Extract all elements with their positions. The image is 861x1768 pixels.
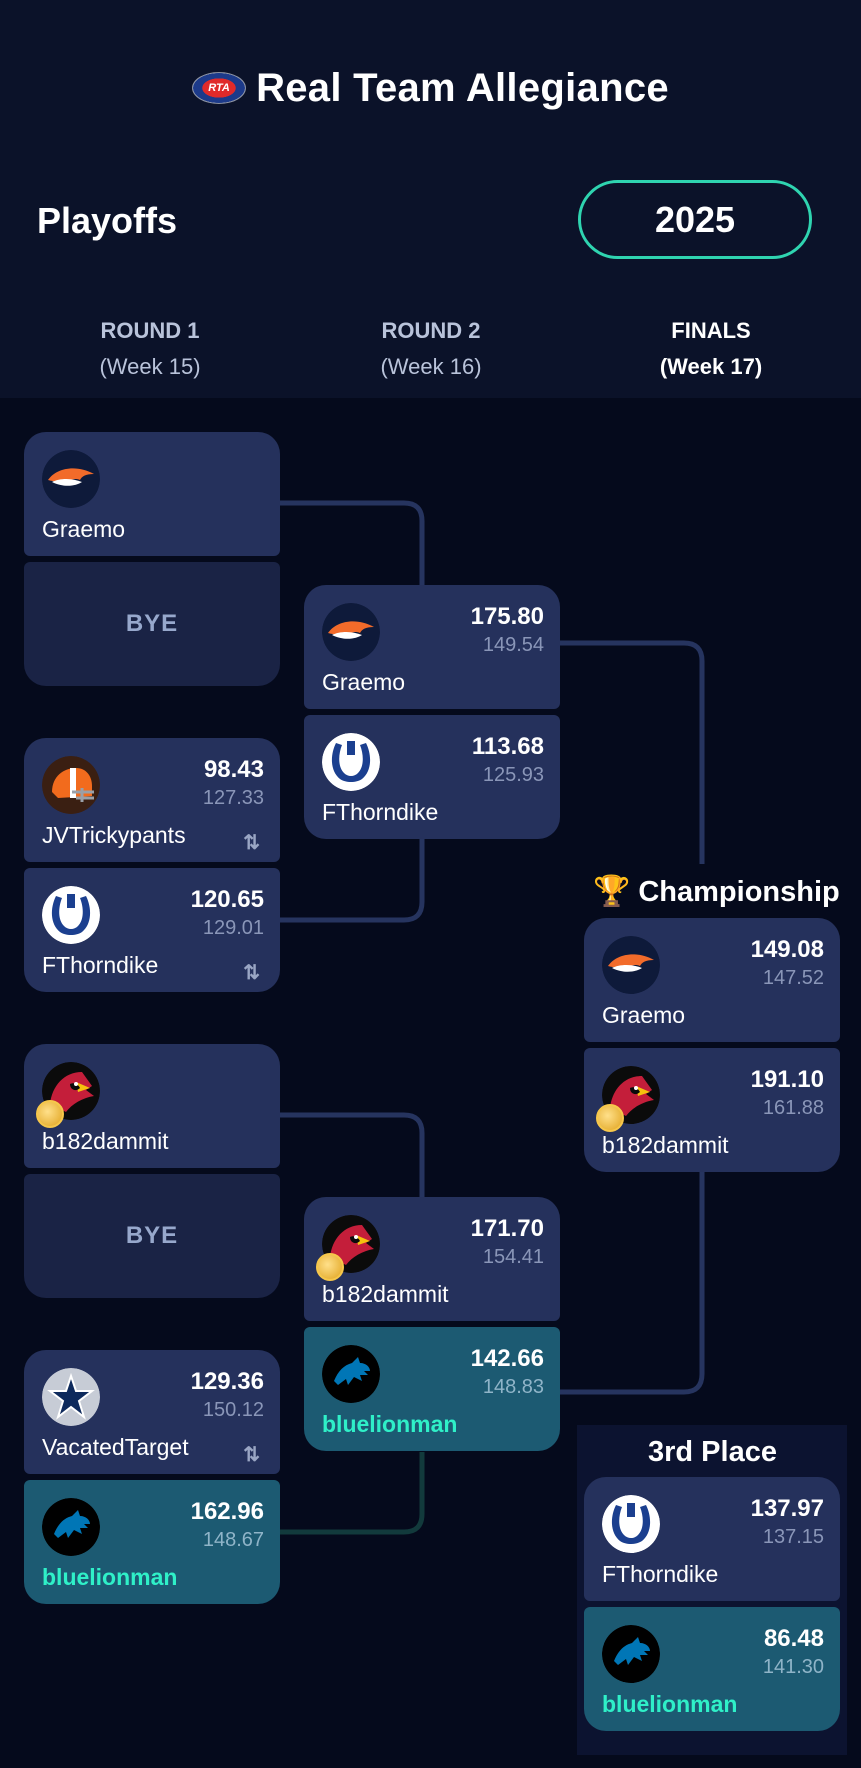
team-name: FThorndike [42,952,159,978]
swap-icon[interactable]: ⇅ [243,1444,260,1466]
team-projection: 129.01 [202,917,264,939]
team-projection: 148.67 [202,1529,264,1551]
third-place-title: 3rd Place [648,1436,777,1468]
team-projection: 149.54 [482,634,544,656]
bye-label: BYE [125,610,179,637]
bye-label: BYE [125,1222,179,1249]
finals-header: FINALS (Week 17) [571,318,851,380]
connector-r2m1 [560,640,705,864]
team-score: 162.96 [190,1498,264,1525]
page-title: Playoffs [37,200,178,241]
team-score: 129.36 [190,1368,264,1395]
team-name: b182dammit [602,1132,729,1158]
r2-m2-team2-card[interactable]: 142.66 148.83 bluelionman [304,1327,560,1451]
finals-week: (Week 17) [659,354,763,379]
colts-logo-icon [602,1495,660,1553]
championship-title: 🏆Championship [593,874,840,909]
rta-logo-icon: RTA [192,72,247,104]
team-name: bluelionman [42,1564,178,1590]
r1-m3-team1-card[interactable]: b182dammit [24,1044,280,1168]
r1-m1-team1-card[interactable]: Graemo [24,432,280,556]
lions-logo-icon [322,1345,380,1403]
team-score: 98.43 [203,756,264,783]
team-score: 191.10 [750,1066,824,1093]
team-projection: 161.88 [762,1097,824,1119]
team-score: 113.68 [471,733,544,760]
team-projection: 141.30 [762,1656,824,1678]
team-score: 149.08 [750,936,824,963]
season-selector[interactable]: 2025 [578,180,812,259]
round-2-week: (Week 16) [380,354,482,379]
r1-m4-team1-card[interactable]: 129.36 150.12 VacatedTarget ⇅ [24,1350,280,1474]
round-1-header: ROUND 1 (Week 15) [10,318,290,380]
r1-m3-bye-card: BYE [24,1174,280,1298]
browns-logo-icon [42,756,100,814]
team-name: FThorndike [602,1561,719,1587]
app-title: Real Team Allegiance [256,65,669,110]
round-2-name: ROUND 2 [381,318,481,343]
team-score: 175.80 [470,603,544,630]
trophy-icon: 🏆 [593,875,631,908]
r1-m2-team1-card[interactable]: 98.43 127.33 JVTrickypants ⇅ [24,738,280,862]
connector-r1m4 [280,1452,425,1535]
r1-m2-team2-card[interactable]: 120.65 129.01 FThorndike ⇅ [24,868,280,992]
swap-icon[interactable]: ⇅ [243,832,260,854]
team-projection: 154.41 [482,1246,544,1268]
team-name: b182dammit [42,1128,169,1154]
colts-logo-icon [42,886,100,944]
r2-m1-team2-card[interactable]: 113.68 125.93 FThorndike [304,715,560,839]
app-header: RTA Real Team Allegiance [0,58,861,118]
medal-icon [36,1100,64,1128]
team-name: JVTrickypants [42,822,186,848]
team-name: VacatedTarget [42,1434,189,1460]
team-name: b182dammit [322,1281,449,1307]
medal-icon [316,1253,344,1281]
team-score: 120.65 [190,886,264,913]
team-name: bluelionman [322,1411,458,1437]
broncos-logo-icon [602,936,660,994]
team-projection: 125.93 [482,764,544,786]
team-name: Graemo [42,516,126,542]
connector-r1m2 [280,838,425,923]
r2-m2-team1-card[interactable]: 171.70 154.41 b182dammit [304,1197,560,1321]
team-projection: 147.52 [762,967,824,989]
team-name: FThorndike [322,799,439,825]
cowboys-logo-icon [42,1368,100,1426]
team-score: 137.97 [750,1495,824,1522]
round-2-header: ROUND 2 (Week 16) [291,318,571,380]
lions-logo-icon [602,1625,660,1683]
r2-m1-team1-card[interactable]: 175.80 149.54 Graemo [304,585,560,709]
championship-team1-card[interactable]: 149.08 147.52 Graemo [584,918,840,1042]
team-score: 171.70 [470,1215,544,1242]
team-score: 142.66 [470,1345,544,1372]
medal-icon [596,1104,624,1132]
r1-m1-bye-card: BYE [24,562,280,686]
team-projection: 137.15 [762,1526,824,1548]
championship-label: Championship [638,876,840,908]
lions-logo-icon [42,1498,100,1556]
third-place-team2-card[interactable]: 86.48 141.30 bluelionman [584,1607,840,1731]
colts-logo-icon [322,733,380,791]
connector-r1m3 [280,1112,425,1197]
connector-r2m2 [560,1172,705,1395]
team-name: Graemo [602,1002,686,1028]
finals-name: FINALS [671,318,751,343]
round-1-name: ROUND 1 [100,318,200,343]
round-1-week: (Week 15) [99,354,201,379]
team-projection: 150.12 [202,1399,264,1421]
team-projection: 127.33 [202,787,264,809]
team-projection: 148.83 [482,1376,544,1398]
r1-m4-team2-card[interactable]: 162.96 148.67 bluelionman [24,1480,280,1604]
connector-r1m1 [280,500,425,585]
championship-team2-card[interactable]: 191.10 161.88 b182dammit [584,1048,840,1172]
team-score: 86.48 [763,1625,824,1652]
team-name: bluelionman [602,1691,738,1717]
broncos-logo-icon [42,450,100,508]
broncos-logo-icon [322,603,380,661]
team-name: Graemo [322,669,406,695]
swap-icon[interactable]: ⇅ [243,962,260,984]
third-place-team1-card[interactable]: 137.97 137.15 FThorndike [584,1477,840,1601]
